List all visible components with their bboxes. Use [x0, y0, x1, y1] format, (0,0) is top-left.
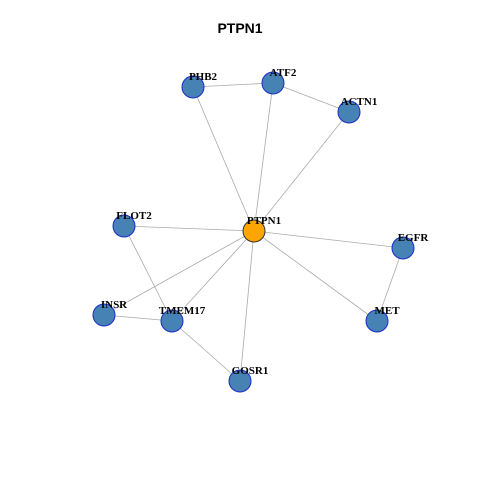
edge-egfr-met — [376, 247, 404, 322]
edge-ptpn1-egfr — [253, 230, 404, 249]
edge-flot2-tmem17 — [123, 225, 173, 322]
edge-phb2-atf2 — [192, 82, 274, 88]
node-met: MET — [365, 305, 400, 333]
diagram-title: PTPN1 — [217, 20, 263, 36]
node-label-actn1: ACTN1 — [341, 96, 378, 108]
node-label-phb2: PHB2 — [189, 71, 218, 83]
node-circle-phb2 — [181, 75, 205, 99]
edge-ptpn1-insr — [103, 230, 255, 316]
node-label-insr: INSR — [101, 299, 128, 311]
node-actn1: ACTN1 — [337, 96, 378, 124]
node-atf2: ATF2 — [261, 67, 297, 95]
node-circle-atf2 — [261, 71, 285, 95]
node-circle-egfr — [391, 236, 415, 260]
node-label-gosr1: GOSR1 — [232, 365, 269, 377]
node-circle-insr — [92, 303, 116, 327]
node-tmem17: TMEM17 — [159, 305, 206, 333]
node-label-met: MET — [374, 305, 400, 317]
edge-atf2-actn1 — [272, 82, 350, 113]
node-label-egfr: EGFR — [398, 232, 430, 244]
edge-ptpn1-phb2 — [192, 86, 255, 232]
node-circle-met — [365, 309, 389, 333]
node-circle-actn1 — [337, 100, 361, 124]
edge-ptpn1-gosr1 — [239, 230, 255, 382]
edge-ptpn1-flot2 — [123, 225, 255, 232]
node-circle-flot2 — [112, 214, 136, 238]
node-egfr: EGFR — [391, 232, 430, 260]
edge-ptpn1-actn1 — [253, 111, 350, 232]
node-label-atf2: ATF2 — [270, 67, 297, 79]
node-label-flot2: FLOT2 — [116, 210, 152, 222]
node-circle-gosr1 — [228, 369, 252, 393]
node-flot2: FLOT2 — [112, 210, 152, 238]
edge-ptpn1-atf2 — [253, 82, 274, 232]
node-insr: INSR — [92, 299, 128, 327]
node-circle-ptpn1 — [242, 219, 266, 243]
node-ptpn1: PTPN1 — [242, 215, 281, 243]
edge-ptpn1-tmem17 — [171, 230, 255, 322]
edge-ptpn1-met — [253, 230, 378, 322]
node-label-ptpn1: PTPN1 — [247, 215, 281, 227]
node-label-tmem17: TMEM17 — [159, 305, 206, 317]
edge-tmem17-gosr1 — [171, 320, 241, 382]
node-circle-tmem17 — [160, 309, 184, 333]
node-gosr1: GOSR1 — [228, 365, 269, 393]
node-phb2: PHB2 — [181, 71, 218, 99]
